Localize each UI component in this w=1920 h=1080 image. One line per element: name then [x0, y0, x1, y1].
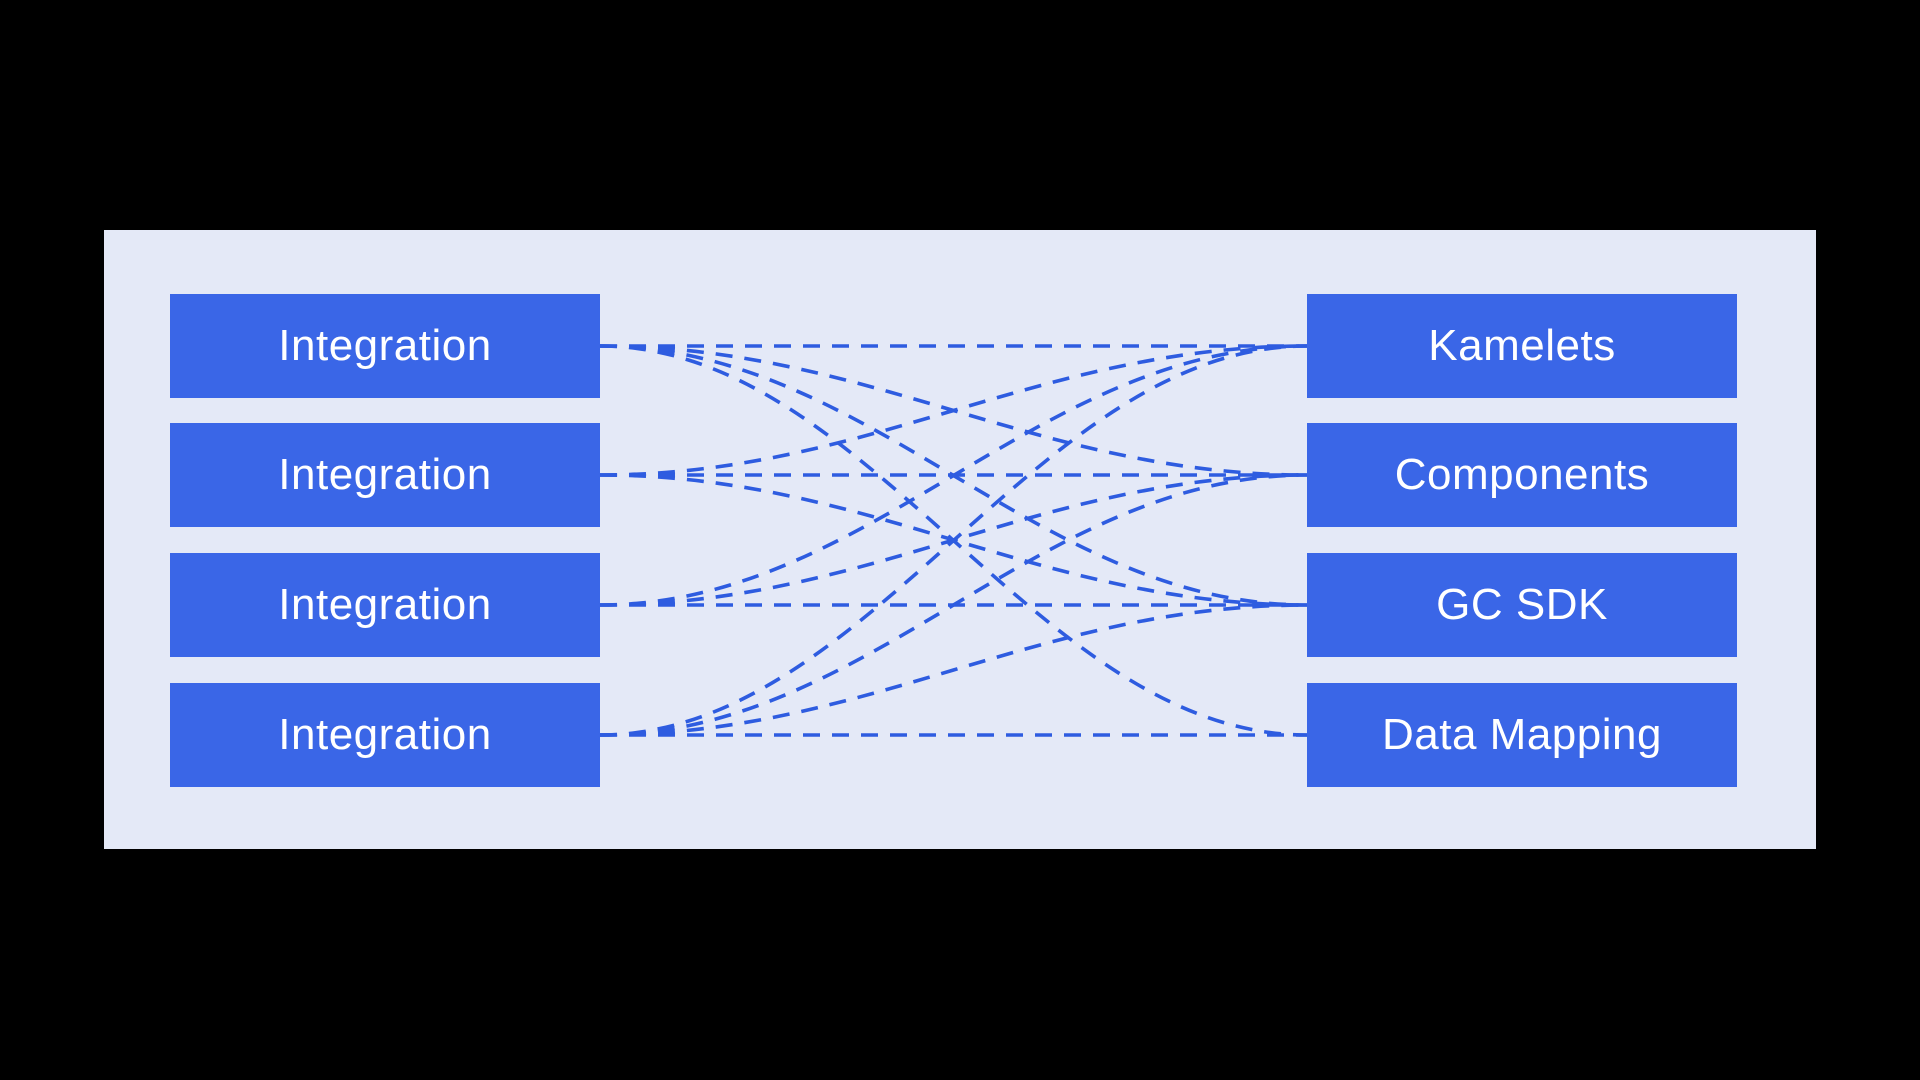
edge-integration-3-to-1	[599, 344, 1308, 607]
left-node-integration-2: Integration	[170, 423, 600, 527]
diagram-panel: Integration Integration Integration Inte…	[104, 230, 1816, 849]
right-node-components: Components	[1307, 423, 1737, 527]
left-node-integration-4: Integration	[170, 683, 600, 787]
edge-integration-4-to-1	[599, 344, 1308, 737]
right-node-label: Components	[1394, 450, 1650, 499]
right-node-label: Data Mapping	[1382, 710, 1662, 759]
left-node-integration-3: Integration	[170, 553, 600, 657]
edge-integration-4-to-3	[599, 603, 1308, 737]
connection-lines	[599, 344, 1308, 737]
left-node-label: Integration	[278, 450, 492, 499]
right-node-label: Kamelets	[1428, 321, 1616, 370]
right-node-gc-sdk: GC SDK	[1307, 553, 1737, 657]
left-node-label: Integration	[278, 321, 492, 370]
left-node-label: Integration	[278, 710, 492, 759]
left-node-integration-1: Integration	[170, 294, 600, 398]
edge-integration-2-to-1	[599, 344, 1308, 477]
edge-integration-4-to-2	[599, 473, 1308, 737]
right-node-data-mapping: Data Mapping	[1307, 683, 1737, 787]
left-node-label: Integration	[278, 580, 492, 629]
right-node-kamelets: Kamelets	[1307, 294, 1737, 398]
right-node-label: GC SDK	[1436, 580, 1608, 629]
